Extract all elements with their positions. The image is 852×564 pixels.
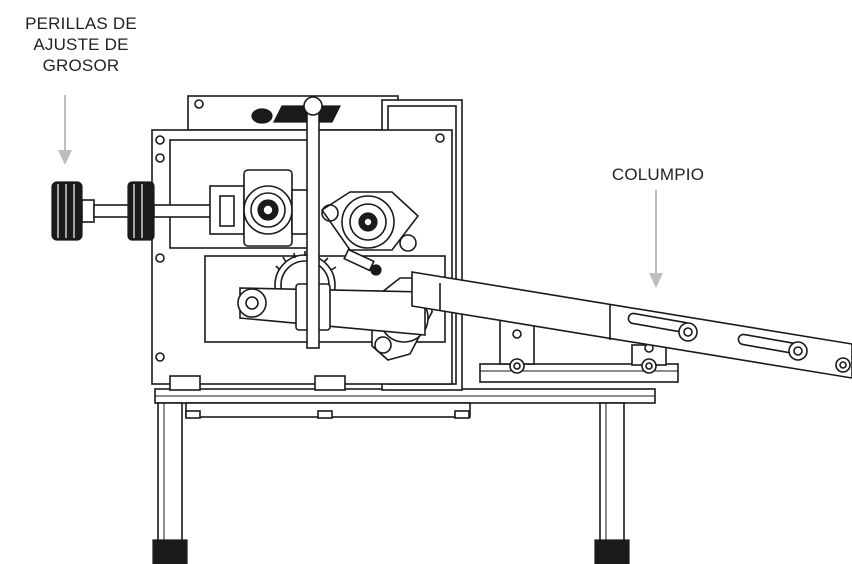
lever-handle [303, 96, 323, 349]
right-upper-roller [320, 191, 420, 252]
stand [152, 388, 656, 564]
thickness-knob-assembly [51, 181, 215, 241]
label-thickness-knobs-line1: PERILLAS DE [25, 14, 137, 33]
upper-roller [209, 169, 309, 247]
label-thickness-knobs-line3: GROSOR [42, 56, 120, 75]
swing-arm [411, 271, 852, 379]
swing-base-rail [479, 317, 679, 383]
arrow-to-knobs [58, 95, 72, 165]
label-thickness-knobs-line2: AJUSTE DE [33, 35, 129, 54]
label-swing: COLUMPIO [611, 165, 705, 184]
label-thickness-knobs: PERILLAS DE AJUSTE DE GROSOR [6, 13, 156, 76]
arrow-to-swing [649, 190, 663, 288]
